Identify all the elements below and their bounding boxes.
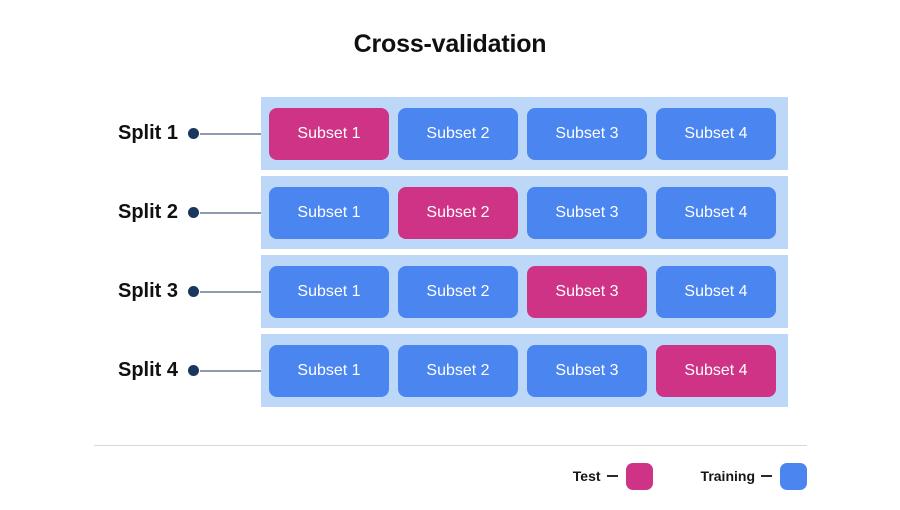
split-connector-4 [188, 334, 262, 407]
splits-container: Split 1 Subset 1 Subset 2 Subset 3 Subse… [94, 97, 788, 407]
split-band-3: Subset 1 Subset 2 Subset 3 Subset 4 [261, 255, 788, 328]
split-connector-3 [188, 255, 262, 328]
split-line [200, 132, 262, 135]
subset-cell-4-1[interactable]: Subset 1 [269, 344, 389, 397]
subset-cell-3-3[interactable]: Subset 3 [527, 265, 647, 318]
legend-label-training: Training [700, 468, 755, 484]
split-dot-icon [188, 365, 199, 376]
subset-cell-2-3[interactable]: Subset 3 [527, 186, 647, 239]
legend-item-test: Test [572, 462, 653, 490]
split-line [200, 290, 262, 293]
subset-cell-4-3[interactable]: Subset 3 [527, 344, 647, 397]
subset-cell-4-2[interactable]: Subset 2 [398, 344, 518, 397]
subset-cell-3-1[interactable]: Subset 1 [269, 265, 389, 318]
split-row: Split 4 Subset 1 Subset 2 Subset 3 Subse… [94, 334, 788, 407]
split-label-4: Split 4 [117, 359, 178, 381]
split-band-1: Subset 1 Subset 2 Subset 3 Subset 4 [261, 97, 788, 170]
page-title: Cross-validation [353, 30, 547, 58]
split-band-2: Subset 1 Subset 2 Subset 3 Subset 4 [261, 176, 788, 249]
legend-swatch-test [625, 462, 653, 490]
subset-cell-2-1[interactable]: Subset 1 [269, 186, 389, 239]
legend: Test Training [94, 458, 807, 494]
split-line [200, 211, 262, 214]
split-row: Split 2 Subset 1 Subset 2 Subset 3 Subse… [94, 176, 788, 249]
subset-cell-3-4[interactable]: Subset 4 [656, 265, 776, 318]
legend-dash-icon [761, 475, 772, 477]
subset-cell-1-4[interactable]: Subset 4 [656, 107, 776, 160]
legend-item-training: Training [700, 462, 807, 490]
legend-divider [94, 445, 807, 446]
split-row: Split 3 Subset 1 Subset 2 Subset 3 Subse… [94, 255, 788, 328]
legend-label-test: Test [572, 468, 601, 484]
subset-cell-1-1[interactable]: Subset 1 [269, 107, 389, 160]
split-label-3: Split 3 [117, 280, 178, 302]
legend-swatch-training [780, 462, 807, 490]
split-label-2: Split 2 [117, 201, 178, 223]
subset-cell-2-2[interactable]: Subset 2 [398, 186, 518, 239]
split-connector-2 [188, 176, 262, 249]
split-label-1: Split 1 [117, 122, 178, 144]
split-dot-icon [188, 207, 199, 218]
split-dot-icon [188, 128, 199, 139]
subset-cell-2-4[interactable]: Subset 4 [656, 186, 776, 239]
split-dot-icon [188, 286, 199, 297]
subset-cell-3-2[interactable]: Subset 2 [398, 265, 518, 318]
split-row: Split 1 Subset 1 Subset 2 Subset 3 Subse… [94, 97, 788, 170]
split-band-4: Subset 1 Subset 2 Subset 3 Subset 4 [261, 334, 788, 407]
split-line [200, 369, 262, 372]
split-connector-1 [188, 97, 262, 170]
legend-dash-icon [606, 475, 618, 477]
subset-cell-4-4[interactable]: Subset 4 [656, 344, 776, 397]
subset-cell-1-3[interactable]: Subset 3 [527, 107, 647, 160]
subset-cell-1-2[interactable]: Subset 2 [398, 107, 518, 160]
